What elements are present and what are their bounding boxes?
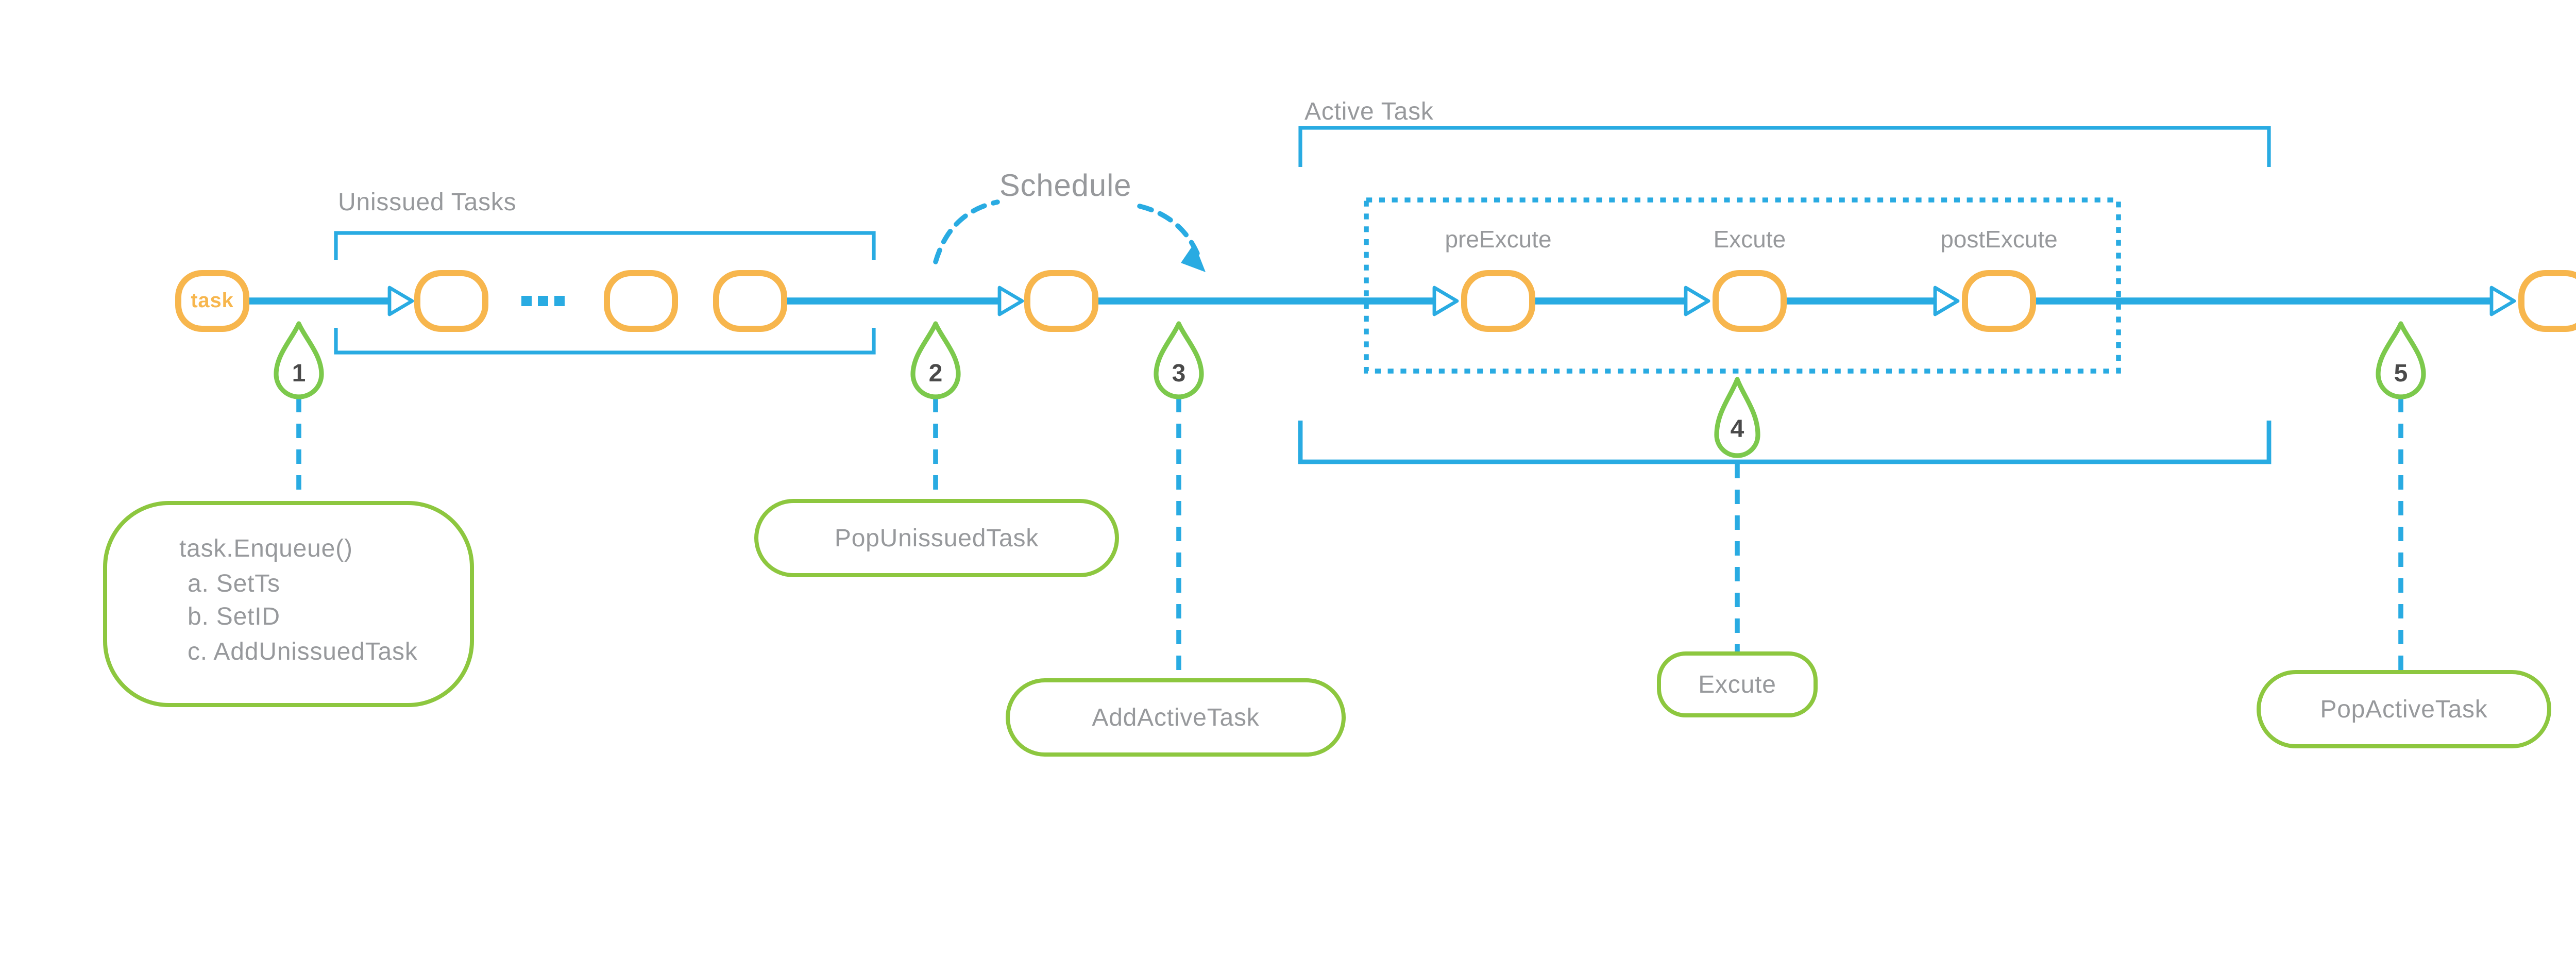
arrowhead-icon — [997, 286, 1024, 316]
active-task-dotted-box — [1364, 197, 2121, 374]
enqueue-callout: task.Enqueue() a. SetTs b. SetID c. AddU… — [103, 501, 474, 707]
add-active-task-callout: AddActiveTask — [1006, 678, 1346, 757]
arrowhead-icon — [2489, 286, 2516, 316]
active-task-bracket-top — [1298, 126, 2271, 167]
preexcute-node — [1461, 270, 1535, 332]
excute-node — [1713, 270, 1787, 332]
queue-node — [414, 270, 488, 332]
marker-drop-4 — [1714, 377, 1760, 458]
marker-drop-5 — [2376, 321, 2426, 399]
marker-drop-1 — [274, 321, 324, 399]
marker-number-4: 4 — [1730, 414, 1744, 443]
unissued-tasks-bracket-bottom — [334, 328, 876, 355]
pop-active-task-callout: PopActiveTask — [2257, 670, 2551, 748]
marker-number-5: 5 — [2394, 359, 2408, 388]
unissued-tasks-bracket-top — [334, 231, 876, 260]
queue-node — [713, 270, 787, 332]
queue-ellipsis-icon — [521, 296, 565, 306]
task-node: task — [175, 270, 249, 332]
schedule-arc-arrowhead-icon — [1181, 243, 1206, 272]
schedule-label: Schedule — [999, 169, 1132, 204]
marker-number-1: 1 — [292, 359, 306, 388]
arrowhead-icon — [1933, 286, 1960, 316]
end-node — [2518, 270, 2576, 332]
schedule-arc-left — [933, 199, 1000, 264]
queue-node — [604, 270, 678, 332]
postexcute-node — [1962, 270, 2036, 332]
marker-drop-2 — [910, 321, 961, 399]
schedule-arc-right — [1137, 204, 1200, 256]
postexcute-label: postExcute — [1940, 229, 2058, 254]
enqueue-callout-title: task.Enqueue() — [179, 534, 353, 563]
preexcute-label: preExcute — [1445, 229, 1552, 254]
arrowhead-icon — [1684, 286, 1710, 316]
schedule-node — [1024, 270, 1098, 332]
arrowhead-icon — [1432, 286, 1459, 316]
enqueue-callout-item: c. AddUnissuedTask — [188, 636, 418, 665]
marker-drop-3 — [1154, 321, 1204, 399]
unissued-tasks-label: Unissued Tasks — [338, 188, 517, 216]
active-task-label: Active Task — [1304, 97, 1434, 126]
active-task-bracket-bottom — [1298, 421, 2272, 464]
marker-number-2: 2 — [928, 359, 943, 388]
excute-label: Excute — [1713, 229, 1786, 254]
arrowhead-icon — [387, 286, 414, 316]
marker-number-3: 3 — [1172, 359, 1186, 388]
excute-callout: Excute — [1657, 651, 1818, 717]
enqueue-callout-item: a. SetTs — [188, 568, 280, 597]
pop-unissued-task-callout: PopUnissuedTask — [754, 499, 1119, 577]
enqueue-callout-item: b. SetID — [188, 602, 280, 631]
